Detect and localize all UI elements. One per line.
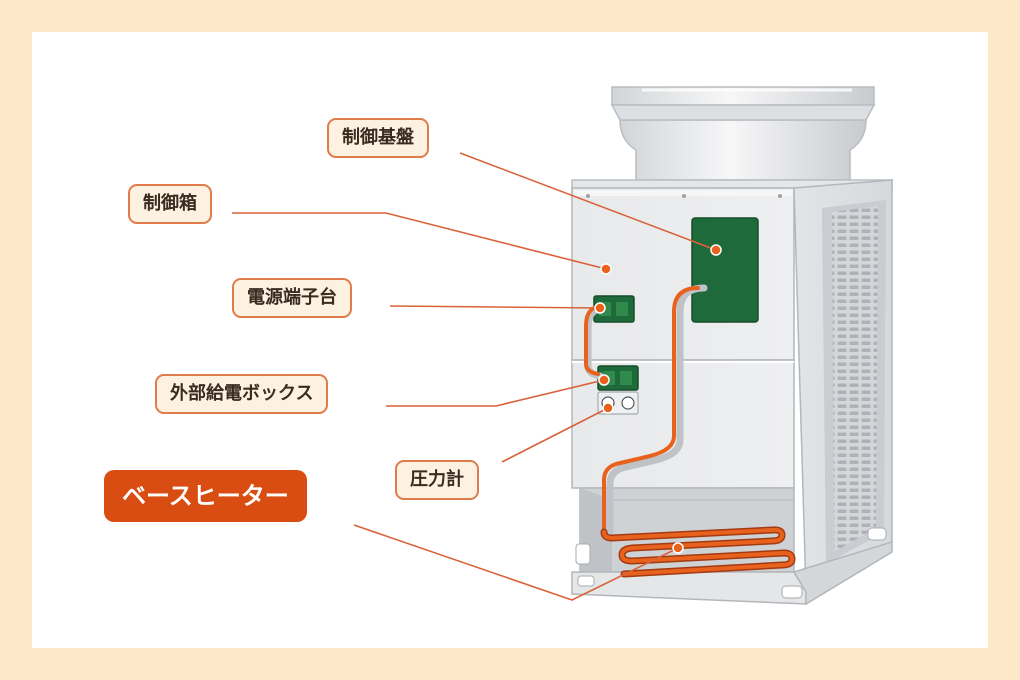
- leader-line-control-board: [459, 152, 717, 251]
- anchor-dot-pressure-gauge: [602, 402, 614, 414]
- side-grill: [832, 206, 878, 552]
- callout-pressure-gauge: 圧力計: [395, 460, 479, 500]
- outdoor-unit-illustration: [232, 86, 893, 606]
- gauge-dial-icon: [621, 396, 635, 410]
- fan-guard: [610, 86, 876, 181]
- anchor-dot-control-board: [710, 244, 722, 256]
- callout-control-box: 制御箱: [128, 184, 212, 224]
- anchor-dot-power-terminal: [594, 302, 606, 314]
- callout-external-power-box: 外部給電ボックス: [155, 374, 329, 414]
- callout-power-terminal: 電源端子台: [232, 278, 352, 318]
- illustration-frame: 制御基盤 制御箱 電源端子台 外部給電ボックス 圧力計 ベースヒーター: [32, 32, 988, 648]
- leader-line-external-power-box: [386, 379, 605, 407]
- side-panel: [793, 179, 893, 594]
- callout-base-heater: ベースヒーター: [104, 470, 307, 522]
- callout-control-board: 制御基盤: [327, 118, 429, 158]
- anchor-dots: [594, 244, 722, 554]
- control-board: [691, 217, 759, 323]
- anchor-dot-control-box: [600, 263, 612, 275]
- anchor-dot-external-power-box: [598, 374, 610, 386]
- base-heater-coil: [600, 526, 796, 578]
- leader-line-base-heater: [353, 524, 679, 601]
- leader-line-power-terminal: [389, 305, 601, 309]
- base-frame: [571, 527, 893, 606]
- anchor-dot-base-heater: [672, 542, 684, 554]
- leader-line-pressure-gauge: [501, 407, 609, 463]
- leader-line-control-box: [232, 212, 607, 270]
- leader-lines: [232, 152, 717, 601]
- wiring: [584, 284, 708, 536]
